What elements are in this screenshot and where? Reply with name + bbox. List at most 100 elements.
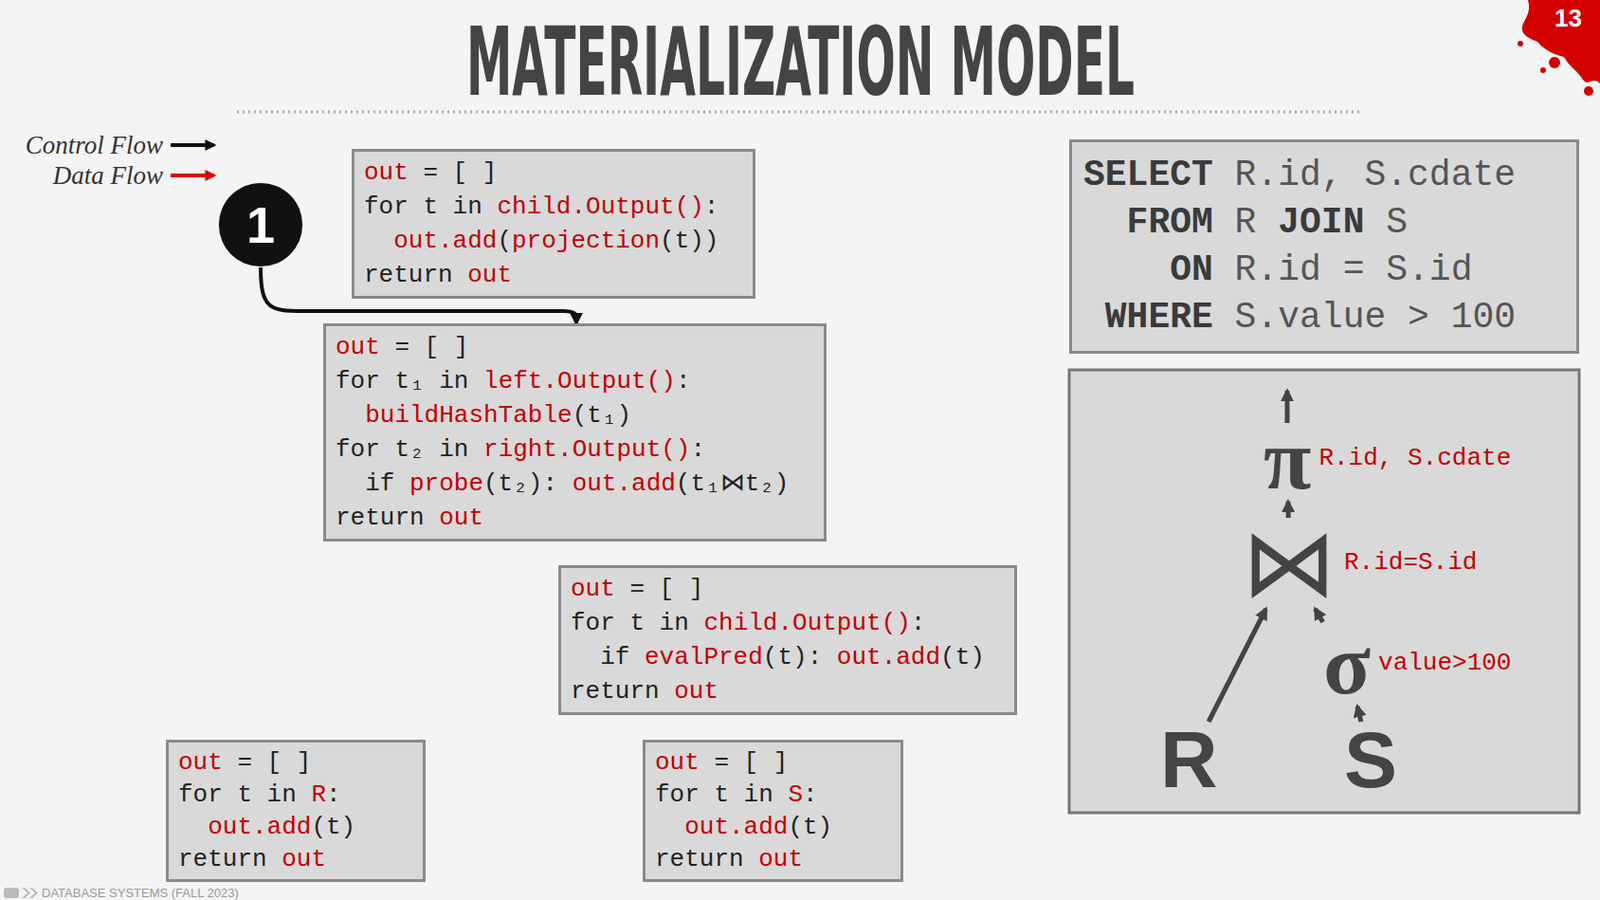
callout-number: 1 <box>218 181 304 268</box>
code-line: for t inR: <box>178 778 414 811</box>
code-line: out = [ ] <box>570 571 1005 606</box>
title-text: MATERIALIZATION MODEL <box>465 15 1134 110</box>
sql-text: S.value > 100 <box>1235 296 1516 338</box>
code-line: return out <box>178 842 414 875</box>
code-line: out.add(t) <box>654 810 891 843</box>
legend-entry: Data Flow <box>0 160 164 191</box>
control-flow-sample <box>170 143 215 147</box>
sql-keyword: WHERE <box>1083 293 1214 342</box>
code-keyword: out <box>673 676 719 706</box>
code-line: buildHashTable(t₁) <box>335 398 815 433</box>
code-line: return out <box>654 842 891 875</box>
slide-number-splat <box>1517 0 1600 96</box>
code-text: = [ ] <box>629 574 704 603</box>
code-text: return <box>654 844 745 873</box>
selection-symbol: σ <box>1323 624 1371 704</box>
plan-edge <box>1208 608 1267 722</box>
plan-edge <box>1285 501 1291 518</box>
sql-text: R.id, S.cdate <box>1235 154 1516 196</box>
code-keyword: out <box>363 158 409 187</box>
code-text: for t in <box>570 608 690 637</box>
sql-keyword: SELECT <box>1083 151 1214 200</box>
plan-edge <box>1315 608 1324 622</box>
plan-output-arrow <box>1285 390 1291 423</box>
code-line: return out <box>363 257 744 292</box>
code-box: out= [ ]for t inchild.Output():out.add(p… <box>351 148 756 299</box>
relation-s: S <box>1344 724 1398 797</box>
callout-circle: 1 <box>218 181 304 268</box>
code-keyword: out <box>654 747 700 777</box>
projection-symbol: π <box>1263 419 1311 499</box>
footer-text: DATABASE SYSTEMS (FALL 2023) <box>41 885 239 900</box>
relation-r: R <box>1160 724 1219 797</box>
code-box: out= [ ]for t₁ inleft.Output():buildHash… <box>323 323 827 542</box>
sql-text: S <box>1385 201 1408 243</box>
code-text: return <box>363 260 454 290</box>
code-text: for t₂ in <box>335 435 469 464</box>
sql-line: WHERE S.value > 100 <box>1083 293 1565 342</box>
code-line: out = [ ] <box>335 329 815 364</box>
code-text: : <box>326 780 342 809</box>
code-text: return <box>570 676 660 706</box>
code-keyword: S <box>787 780 803 809</box>
code-keyword: child.Output() <box>703 608 910 637</box>
code-line: for t inchild.Output(): <box>570 605 1005 640</box>
code-line: out.add(projection(t)) <box>363 223 744 258</box>
code-keyword: out.add <box>393 226 497 255</box>
code-keyword: out <box>335 332 381 362</box>
code-text: for t₁ in <box>335 366 469 396</box>
callout-disc <box>218 182 303 267</box>
sql-line: SELECT R.id, S.cdate <box>1083 151 1565 200</box>
code-text: (t₁) <box>572 400 632 430</box>
relation-r: R <box>1160 724 1219 797</box>
code-line: for t inchild.Output(): <box>363 189 744 224</box>
code-text: = [ ] <box>394 332 469 362</box>
relation-s: S <box>1344 724 1398 797</box>
code-text: : <box>690 435 706 464</box>
code-box: out= [ ]for t inR:out.add(t)returnout <box>165 739 426 882</box>
operator-label: R.id=S.id <box>1344 547 1477 578</box>
code-keyword: projection <box>511 226 660 255</box>
sql-line: FROMRJOINS <box>1083 199 1565 247</box>
title-rule <box>236 110 1361 114</box>
code-keyword: out <box>467 260 512 290</box>
code-keyword: out <box>758 844 803 873</box>
legend-text: Data Flow <box>53 161 164 190</box>
operator-label: R.id, S.cdate <box>1318 444 1511 474</box>
code-box: out= [ ]for t inS:out.add(t)return out <box>642 739 904 882</box>
code-line: for t inS: <box>654 778 891 811</box>
code-text: return <box>178 844 268 873</box>
code-text: = [ ] <box>236 747 311 777</box>
code-line: out= [ ] <box>363 155 744 190</box>
plan-edge <box>1357 706 1362 722</box>
code-keyword: out.add <box>684 812 788 841</box>
code-text: (t₁⋈t₂) <box>675 469 790 498</box>
sql-text: R <box>1235 201 1257 243</box>
code-keyword: out <box>281 844 327 873</box>
code-box: out= [ ]for t inchild.Output():ifevalPre… <box>558 564 1018 715</box>
sql-box: SELECTR.id, S.cdateFROMRJOINSONR.id = S.… <box>1069 139 1580 354</box>
slide-number: 13 <box>1554 3 1582 34</box>
code-line: for t₁ in left.Output(): <box>335 363 815 399</box>
code-keyword: out <box>570 574 616 603</box>
code-keyword: child.Output() <box>496 192 704 221</box>
code-text: if <box>364 469 395 498</box>
code-text: if <box>600 642 630 672</box>
query-plan-panel <box>1069 369 1580 813</box>
code-line: return out <box>570 673 1005 709</box>
code-keyword: left.Output() <box>483 366 676 396</box>
code-text: ( <box>496 226 512 255</box>
code-keyword: out.add <box>836 642 941 672</box>
code-keyword: buildHashTable <box>364 400 572 430</box>
slide-title: MATERIALIZATION MODEL <box>0 15 1600 110</box>
code-text: (t): <box>763 642 822 672</box>
legend-entry: Control Flow <box>0 129 164 161</box>
sql-keyword: ON <box>1083 246 1214 294</box>
legend-text: Control Flow <box>25 130 164 160</box>
code-keyword: probe <box>409 469 484 498</box>
code-text: return <box>335 503 425 532</box>
code-keyword: out.add <box>207 812 311 841</box>
code-text: : <box>675 366 691 396</box>
code-line: out= [ ] <box>654 745 891 779</box>
